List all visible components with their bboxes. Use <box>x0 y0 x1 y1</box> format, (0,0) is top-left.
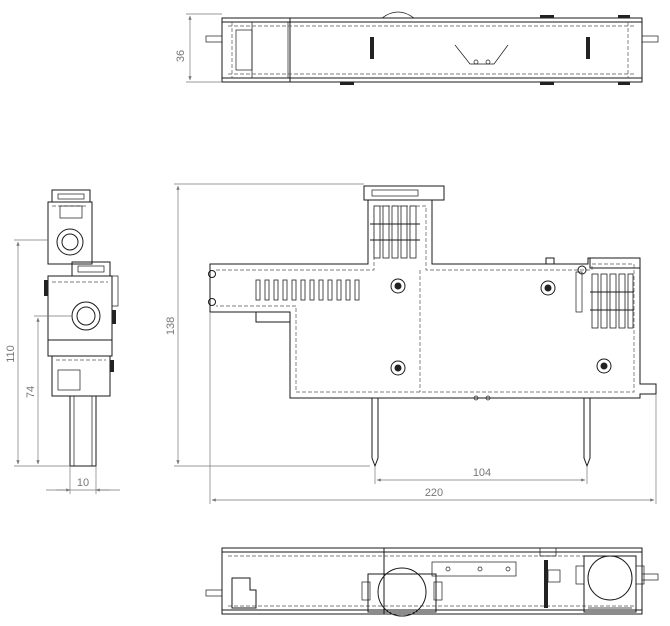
side-view <box>44 189 119 467</box>
dim-label-110: 110 <box>5 345 17 363</box>
dim-label-138: 138 <box>165 317 177 335</box>
top-view <box>205 11 659 85</box>
dim-top-height: 36 <box>175 13 222 83</box>
dim-label-36: 36 <box>175 50 187 62</box>
bottom-view <box>205 547 659 617</box>
dim-label-10: 10 <box>77 477 89 489</box>
screw <box>390 360 406 376</box>
screw <box>596 358 612 374</box>
dim-label-104: 104 <box>473 467 491 479</box>
dim-front-220: 220 <box>209 312 657 504</box>
dim-side-74: 74 <box>25 315 72 465</box>
screw <box>540 280 556 296</box>
screw <box>390 278 406 294</box>
dim-side-110: 110 <box>5 239 70 467</box>
dim-label-220: 220 <box>425 487 443 499</box>
front-view <box>208 185 657 468</box>
dim-front-104: 104 <box>374 466 588 484</box>
dim-side-10: 10 <box>46 466 120 494</box>
dim-front-138: 138 <box>165 183 370 467</box>
dim-label-74: 74 <box>25 386 37 398</box>
